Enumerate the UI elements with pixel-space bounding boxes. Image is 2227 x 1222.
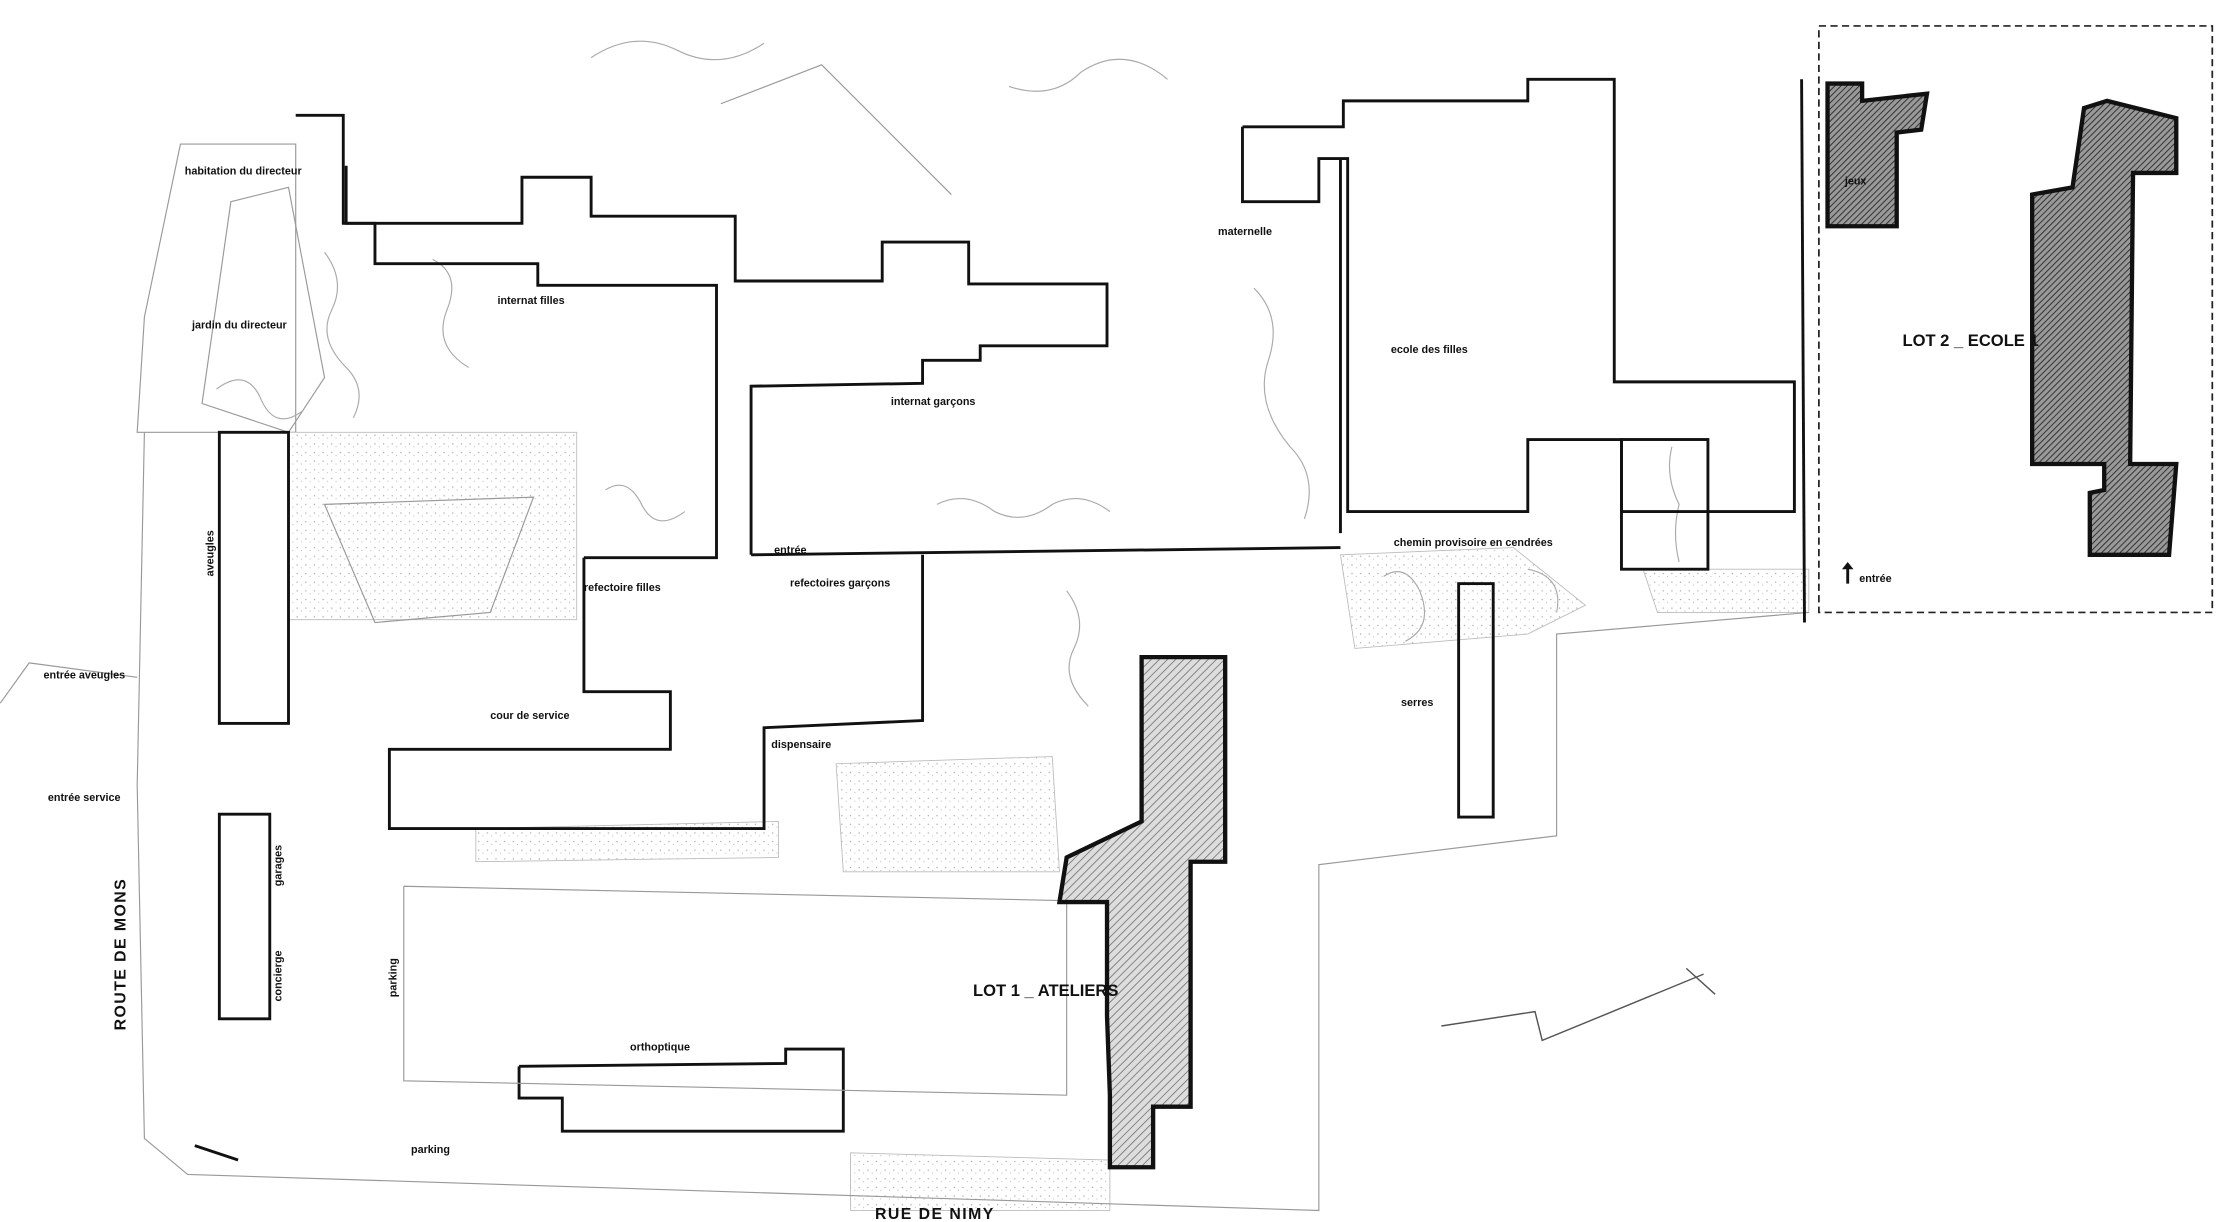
lot-1-building	[1056, 654, 1228, 1170]
label-chemin: chemin provisoire en cendrées	[1394, 537, 1553, 549]
building-serres	[1457, 582, 1495, 819]
building-aveugles	[217, 430, 290, 725]
building-garages-concierge	[217, 812, 272, 1021]
building-orthoptique	[517, 1047, 845, 1133]
building-annex	[1620, 438, 1710, 571]
jeux-building	[1825, 81, 1930, 229]
building-maternelle	[1241, 77, 1796, 514]
label-entree-service: entrée service	[48, 792, 121, 804]
label-serres: serres	[1401, 697, 1433, 709]
label-internat-garcons: internat garçons	[891, 396, 976, 408]
label-parking-1: parking	[388, 958, 400, 997]
site-boundary	[136, 432, 1809, 1212]
building-refectoires	[387, 554, 925, 831]
label-route-de-mons: ROUTE DE MONS	[113, 878, 130, 1031]
label-refectoires-garcons: refectoires garçons	[790, 578, 890, 590]
label-habitation-directeur: habitation du directeur	[185, 165, 303, 177]
label-entree-aveugles: entrée aveugles	[44, 670, 126, 682]
label-internat-filles: internat filles	[497, 295, 564, 307]
label-parking-2: parking	[411, 1144, 450, 1156]
lot-1-ateliers	[1056, 654, 1228, 1170]
label-dispensaire: dispensaire	[771, 739, 831, 751]
label-maternelle: maternelle	[1218, 226, 1272, 238]
label-concierge: concierge	[272, 951, 284, 1002]
label-refectoire-filles: refectoire filles	[584, 582, 661, 594]
label-cour-service: cour de service	[490, 710, 569, 722]
north-arrow-icon	[1441, 967, 1716, 1042]
lot-2-boundary	[1818, 25, 2214, 614]
gardens	[136, 40, 1810, 1211]
building-habitation-internat-filles	[295, 113, 718, 560]
diagonal-wall	[720, 64, 952, 195]
label-aveugles: aveugles	[205, 530, 217, 576]
entree-arrow-icon	[1841, 562, 1854, 584]
label-garages: garages	[272, 845, 284, 886]
label-entree: entrée	[774, 544, 806, 556]
label-rue-de-nimy: RUE DE NIMY	[875, 1206, 995, 1222]
label-entree-lot2: entrée	[1859, 573, 1891, 585]
labels: habitation du directeur jardin du direct…	[44, 165, 2039, 1222]
label-orthoptique: orthoptique	[630, 1042, 690, 1054]
label-ecole-filles: ecole des filles	[1391, 344, 1468, 356]
lot-2-ecole	[1818, 25, 2214, 614]
label-lot-1: LOT 1 _ ATELIERS	[973, 981, 1118, 1000]
label-jeux: jeux	[1844, 175, 1867, 187]
label-jardin-directeur: jardin du directeur	[191, 320, 288, 332]
label-lot-2: LOT 2 _ ECOLE 1	[1902, 331, 2038, 350]
buildings	[136, 64, 1809, 1212]
building-north-wing	[344, 165, 1109, 555]
ecole-1-building	[2030, 98, 2179, 557]
